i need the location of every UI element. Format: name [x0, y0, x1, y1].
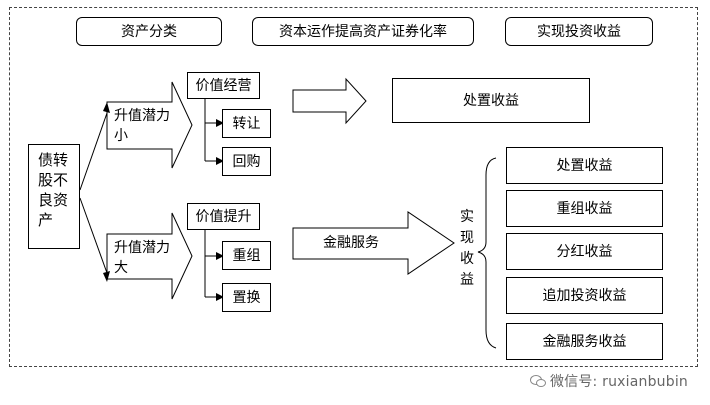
financial-service-label: 金融服务	[323, 235, 379, 251]
return-disposal: 处置收益	[506, 147, 663, 184]
branch-small-line2: 小	[114, 128, 128, 144]
header-asset-classification: 资产分类	[76, 17, 222, 46]
return-additional-investment: 追加投资收益	[506, 277, 663, 314]
realize-char-3: 收	[460, 251, 474, 267]
connector-source-up	[79, 112, 108, 191]
branch-large-line2: 大	[114, 260, 128, 276]
source-text-4: 产	[38, 211, 54, 229]
watermark: 微信号: ruxianbubin	[529, 371, 688, 391]
header-investment-return: 实现投资收益	[505, 17, 653, 46]
buyback-box: 回购	[222, 147, 271, 176]
realize-char-4: 益	[460, 272, 474, 288]
branch-large-line1: 升值潜力	[114, 240, 170, 256]
source-distressed-asset	[28, 144, 80, 249]
arrow-small-branch	[106, 81, 193, 169]
arrow-large-branch	[106, 212, 193, 300]
value-operation-box: 价值经营	[187, 72, 260, 99]
arrow-financial-service	[292, 211, 455, 275]
source-text-1: 债转	[38, 151, 69, 169]
return-financial-service: 金融服务收益	[506, 323, 663, 360]
source-text-3: 良资	[38, 191, 69, 209]
return-reorganization: 重组收益	[506, 190, 663, 227]
disposal-gain-box-top: 处置收益	[392, 78, 590, 123]
diagram-frame	[9, 7, 698, 367]
brace	[477, 157, 497, 349]
wechat-icon	[529, 375, 546, 387]
return-dividend: 分红收益	[506, 233, 663, 270]
reorganization-box: 重组	[222, 241, 271, 270]
branch-small-line1: 升值潜力	[114, 108, 170, 124]
transfer-box: 转让	[222, 109, 271, 138]
watermark-text: 微信号: ruxianbubin	[549, 374, 688, 390]
connector-source-down	[79, 197, 108, 274]
arrow-to-disposal	[292, 77, 367, 125]
realize-char-1: 实	[460, 209, 474, 225]
header-capital-operation: 资本运作提高资产证券化率	[252, 17, 474, 46]
source-text-2: 股不	[38, 171, 69, 189]
value-enhancement-box: 价值提升	[187, 203, 260, 230]
realize-char-2: 现	[460, 230, 474, 246]
swap-box: 置换	[222, 283, 271, 312]
